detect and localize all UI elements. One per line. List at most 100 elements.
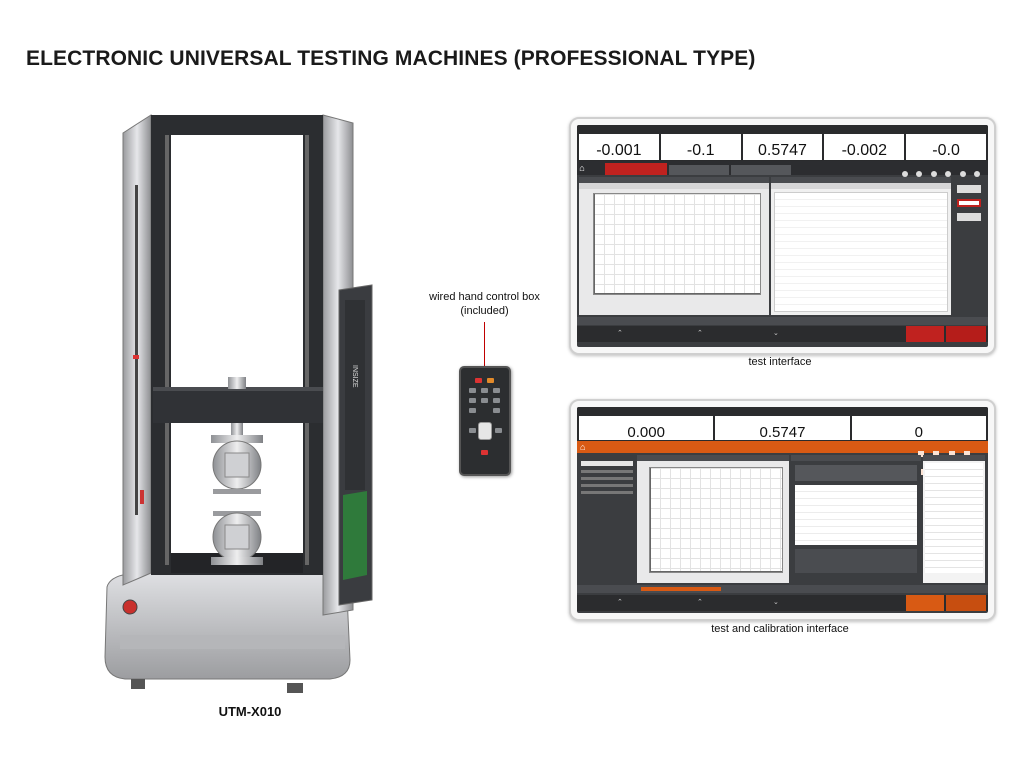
arrow-up-icon[interactable]: ⌃	[697, 599, 703, 606]
readout-panel: 0.000	[579, 416, 714, 441]
tab[interactable]	[669, 165, 729, 175]
readout-panel: -0.0	[906, 134, 986, 160]
readout-value: -0.1	[686, 142, 715, 159]
control-bar: ⌃ ⌃ ⌄	[577, 326, 988, 342]
readout-panel: 0	[851, 416, 986, 441]
hcb-button-icon	[495, 428, 502, 433]
tool-icon[interactable]	[948, 451, 955, 457]
side-button[interactable]	[957, 185, 981, 193]
test-interface-screenshot: -0.001 -0.1 0.5747 -0.002 -0.0 ⌂	[569, 117, 996, 355]
readout-panel: -0.1	[660, 134, 741, 160]
info-panel	[923, 455, 985, 583]
hand-control-box-image	[459, 366, 511, 476]
nav-tree	[579, 455, 635, 583]
toolbar: ⌂	[577, 161, 988, 177]
readout-value: 0	[914, 424, 923, 441]
tool-icon[interactable]	[974, 171, 981, 177]
hcb-button-icon	[493, 398, 500, 403]
hcb-dial-icon	[478, 422, 492, 440]
model-name: UTM-X010	[218, 704, 282, 719]
svg-text:INSIZE: INSIZE	[351, 365, 358, 388]
page-title: ELECTRONIC UNIVERSAL TESTING MACHINES (P…	[26, 47, 756, 70]
readout-panel: 0.5747	[742, 134, 823, 160]
toolbar-icons	[902, 164, 982, 177]
parameter-panel-header	[771, 177, 951, 183]
calibration-panel-header	[791, 455, 921, 461]
calibration-table	[795, 485, 917, 545]
side-button-active[interactable]	[957, 199, 981, 207]
readout-value: 0.5747	[759, 424, 806, 441]
tool-icon[interactable]	[964, 451, 971, 457]
hand-control-label: wired hand control box (included)	[412, 290, 557, 318]
tool-icon[interactable]	[959, 171, 966, 177]
test-interface-screen: -0.001 -0.1 0.5747 -0.002 -0.0 ⌂	[577, 125, 988, 347]
calibration-options	[795, 549, 917, 573]
stop-button[interactable]	[906, 326, 944, 342]
graph-x-axis	[650, 571, 782, 572]
calibration-panel	[791, 455, 921, 583]
hcb-button-icon	[493, 388, 500, 393]
tab[interactable]	[731, 165, 791, 175]
hcb-button-icon	[469, 398, 476, 403]
arrow-up-icon[interactable]: ⌃	[697, 330, 703, 337]
nav-item[interactable]	[581, 484, 633, 487]
readout-value: -0.002	[841, 142, 887, 159]
nav-item-active[interactable]	[581, 461, 633, 466]
readout-value: -0.0	[932, 142, 960, 159]
hand-control-label-line2: (included)	[460, 305, 509, 317]
chart-panel	[579, 177, 769, 315]
side-panel	[953, 177, 985, 315]
chart-panel-header	[637, 455, 789, 461]
parameter-panel	[771, 177, 951, 315]
tool-icon[interactable]	[918, 469, 924, 475]
calibration-settings	[795, 465, 917, 481]
hcb-button-icon	[469, 388, 476, 393]
readout-panel: -0.001	[579, 134, 659, 160]
readout-bar: -0.001 -0.1 0.5747 -0.002 -0.0	[577, 132, 988, 162]
parameter-panel-tabs	[771, 183, 951, 189]
readout-value: -0.001	[596, 142, 642, 159]
arrow-up-icon[interactable]: ⌃	[617, 599, 623, 606]
readout-bar: 0.000 0.5747 0	[577, 414, 988, 442]
graph-x-axis	[594, 293, 760, 294]
hand-control-label-line1: wired hand control box	[429, 291, 540, 303]
hcb-button-icon	[481, 450, 488, 455]
force-curve-graph	[593, 193, 761, 295]
arrow-up-icon[interactable]: ⌃	[617, 330, 623, 337]
home-icon[interactable]: ⌂	[580, 442, 586, 452]
status-strip	[577, 317, 988, 325]
exit-button[interactable]	[946, 595, 986, 611]
graph-y-axis	[650, 468, 651, 572]
side-button[interactable]	[957, 213, 981, 221]
hcb-button-icon	[493, 408, 500, 413]
tool-icon[interactable]	[918, 451, 924, 457]
calibration-interface-screenshot: 0.000 0.5747 0 ⌂	[569, 399, 996, 621]
info-panel-header	[923, 455, 985, 461]
tool-icon[interactable]	[902, 171, 908, 177]
toolbar: ⌂	[577, 441, 988, 475]
hcb-stop-icon	[475, 378, 482, 383]
hcb-button-icon	[469, 428, 476, 433]
test-interface-caption: test interface	[748, 356, 812, 368]
tool-icon[interactable]	[930, 171, 937, 177]
nav-item[interactable]	[581, 470, 633, 473]
testing-machine-image: INSIZE	[95, 105, 395, 695]
chart-panel-header	[579, 177, 769, 183]
hcb-button-icon	[481, 388, 488, 393]
nav-item[interactable]	[581, 491, 633, 494]
stop-button[interactable]	[906, 595, 944, 611]
graph-y-axis	[594, 194, 595, 294]
status-strip	[577, 585, 988, 593]
nav-item[interactable]	[581, 477, 633, 480]
progress-bar	[641, 587, 721, 591]
tool-icon[interactable]	[945, 171, 952, 177]
tab-active[interactable]	[605, 163, 667, 175]
tool-icon[interactable]	[916, 171, 923, 177]
arrow-down-icon[interactable]: ⌄	[773, 330, 779, 337]
toolbar-icons	[918, 444, 982, 475]
arrow-down-icon[interactable]: ⌄	[773, 599, 779, 606]
exit-button[interactable]	[946, 326, 986, 342]
tool-icon[interactable]	[933, 451, 940, 457]
home-icon[interactable]: ⌂	[577, 161, 587, 175]
control-bar: ⌃ ⌃ ⌄	[577, 595, 988, 611]
